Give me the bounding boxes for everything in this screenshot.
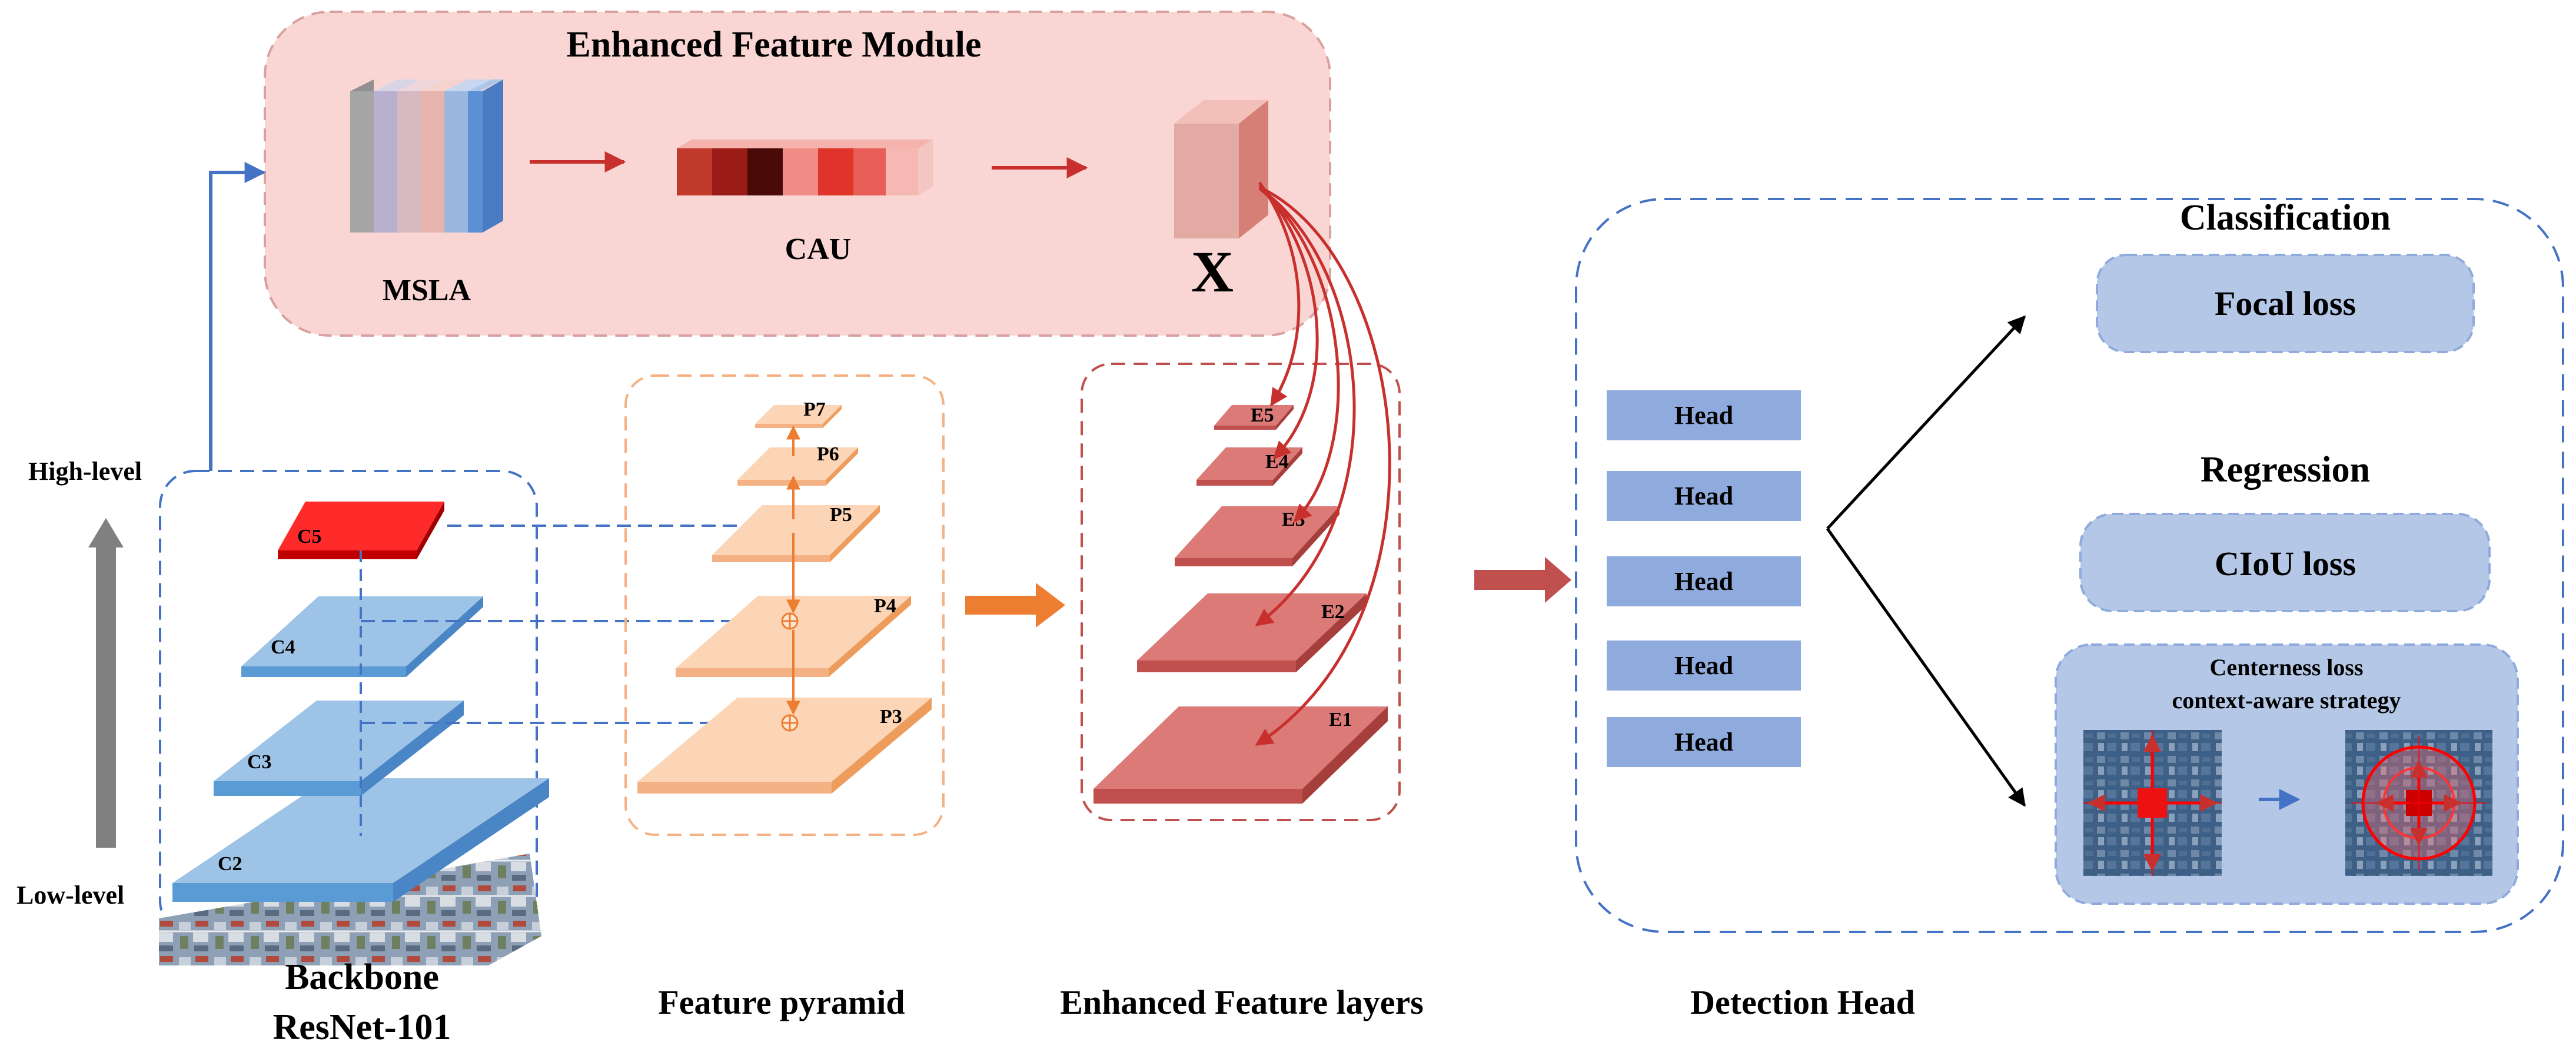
layer-label-e5: E5	[1251, 404, 1274, 426]
layer-label-c3: C3	[247, 751, 272, 773]
ciou-loss-label: CIoU loss	[2215, 545, 2356, 583]
svg-text:Head: Head	[1674, 651, 1733, 680]
layer-label-e1: E1	[1329, 709, 1352, 731]
focal-loss-box: Focal loss	[2096, 254, 2475, 353]
enhanced-layer-e1	[1093, 706, 1388, 804]
pyramid-to-enhanced-arrow	[965, 583, 1065, 628]
head-box: Head	[1607, 556, 1801, 606]
layer-label-c5: C5	[297, 526, 322, 547]
ciou-loss-box: CIoU loss	[2079, 513, 2491, 612]
msla-slab	[397, 79, 444, 233]
detection-dashed-box	[1575, 198, 2564, 933]
enhanced-layer-e3	[1175, 506, 1339, 566]
x-to-enhanced-arrows	[1255, 181, 1391, 746]
backbone-input-image	[159, 854, 541, 965]
enhanced-dashed-box	[1081, 363, 1401, 821]
feature-pyramid: P3 P4 P5 P6 P7	[624, 374, 945, 1021]
backbone-caption-2: ResNet-101	[272, 1007, 451, 1047]
x-to-e4-arrow	[1258, 184, 1319, 460]
pyramid-dashed-box	[624, 374, 945, 836]
backbone-layer-c2	[172, 778, 549, 902]
detection-caption: Detection Head	[1690, 983, 1915, 1021]
centerness-label-2: context-aware strategy	[2172, 687, 2401, 713]
msla-slab	[468, 79, 503, 233]
x-feature-cube	[1174, 100, 1268, 238]
msla-block	[350, 79, 503, 233]
svg-text:Head: Head	[1674, 728, 1733, 756]
x-label: X	[1191, 239, 1234, 304]
classification-title: Classification	[2180, 198, 2391, 238]
backbone-to-efm-arrow	[209, 162, 266, 471]
layer-label-e2: E2	[1321, 601, 1345, 623]
enhanced-feature-layers: E1 E2 E3 E4 E5 Enhanced Feature laye	[1060, 363, 1424, 1021]
msla-label: MSLA	[383, 274, 471, 307]
layer-label-p6: P6	[817, 443, 839, 465]
x-to-e5-arrow	[1258, 181, 1301, 407]
msla-slab	[421, 79, 468, 233]
add-icon	[781, 612, 799, 630]
efm-title: Enhanced Feature Module	[567, 25, 982, 65]
svg-text:Head: Head	[1674, 401, 1733, 430]
svg-text:Head: Head	[1674, 567, 1733, 596]
backbone-caption-1: Backbone	[285, 957, 439, 997]
pyramid-layer-p7	[755, 405, 842, 428]
level-arrow-head	[88, 518, 124, 547]
detection-head: Head Head Head Head Head Classification …	[1575, 198, 2564, 1021]
msla-slab	[444, 79, 491, 233]
centerness-box: Centerness loss context-aware strategy	[2055, 643, 2519, 905]
centerness-label-1: Centerness loss	[2209, 654, 2363, 681]
layer-label-p5: P5	[830, 504, 852, 526]
svg-text:Head: Head	[1674, 482, 1733, 510]
low-level-label: Low-level	[16, 881, 124, 910]
head-to-centerness-arrow	[1826, 527, 2026, 807]
head-box: Head	[1607, 390, 1801, 440]
layer-label-p4: P4	[874, 595, 896, 617]
enhanced-feature-module: Enhanced Feature Module MSLA CAU	[264, 11, 1331, 337]
enhanced-caption: Enhanced Feature layers	[1060, 983, 1424, 1021]
backbone-layer-c4	[241, 596, 483, 677]
layer-label-c4: C4	[271, 636, 295, 658]
centerness-image-after	[2345, 730, 2492, 876]
regression-title: Regression	[2201, 450, 2370, 490]
head-box: Head	[1607, 471, 1801, 521]
enhanced-layer-e5	[1214, 405, 1294, 430]
layer-label-p3: P3	[880, 706, 902, 728]
layer-label-p7: P7	[803, 399, 826, 420]
x-to-e3-arrow	[1258, 187, 1340, 523]
level-indicator: High-level Low-level	[16, 457, 142, 910]
add-icon	[781, 714, 799, 732]
cau-block	[677, 140, 933, 195]
cau-label: CAU	[785, 233, 852, 266]
level-arrow-shaft	[96, 545, 116, 848]
pyramid-caption: Feature pyramid	[658, 983, 905, 1021]
backbone-layer-c3	[214, 701, 464, 796]
pyramid-layer-p3	[637, 698, 932, 794]
backbone: C2 C3 C4 C5 Backbone ResNet-101	[159, 470, 549, 1047]
centerness-image-before	[2083, 730, 2222, 876]
pyramid-layer-p5	[712, 505, 880, 562]
head-to-classification-arrow	[1826, 315, 2026, 530]
msla-slab	[374, 79, 421, 233]
x-to-e1-arrow	[1255, 185, 1391, 746]
layer-label-c2: C2	[218, 853, 242, 875]
msla-slab	[350, 79, 374, 233]
high-level-label: High-level	[28, 457, 142, 486]
backbone-layer-c5	[278, 502, 444, 559]
head-box: Head	[1607, 641, 1801, 691]
enhanced-layer-e2	[1137, 593, 1367, 672]
pyramid-layer-p6	[737, 447, 858, 486]
head-box: Head	[1607, 717, 1801, 767]
x-to-e2-arrow	[1255, 187, 1356, 627]
enhanced-to-head-arrow	[1474, 557, 1571, 603]
focal-loss-label: Focal loss	[2215, 284, 2356, 323]
